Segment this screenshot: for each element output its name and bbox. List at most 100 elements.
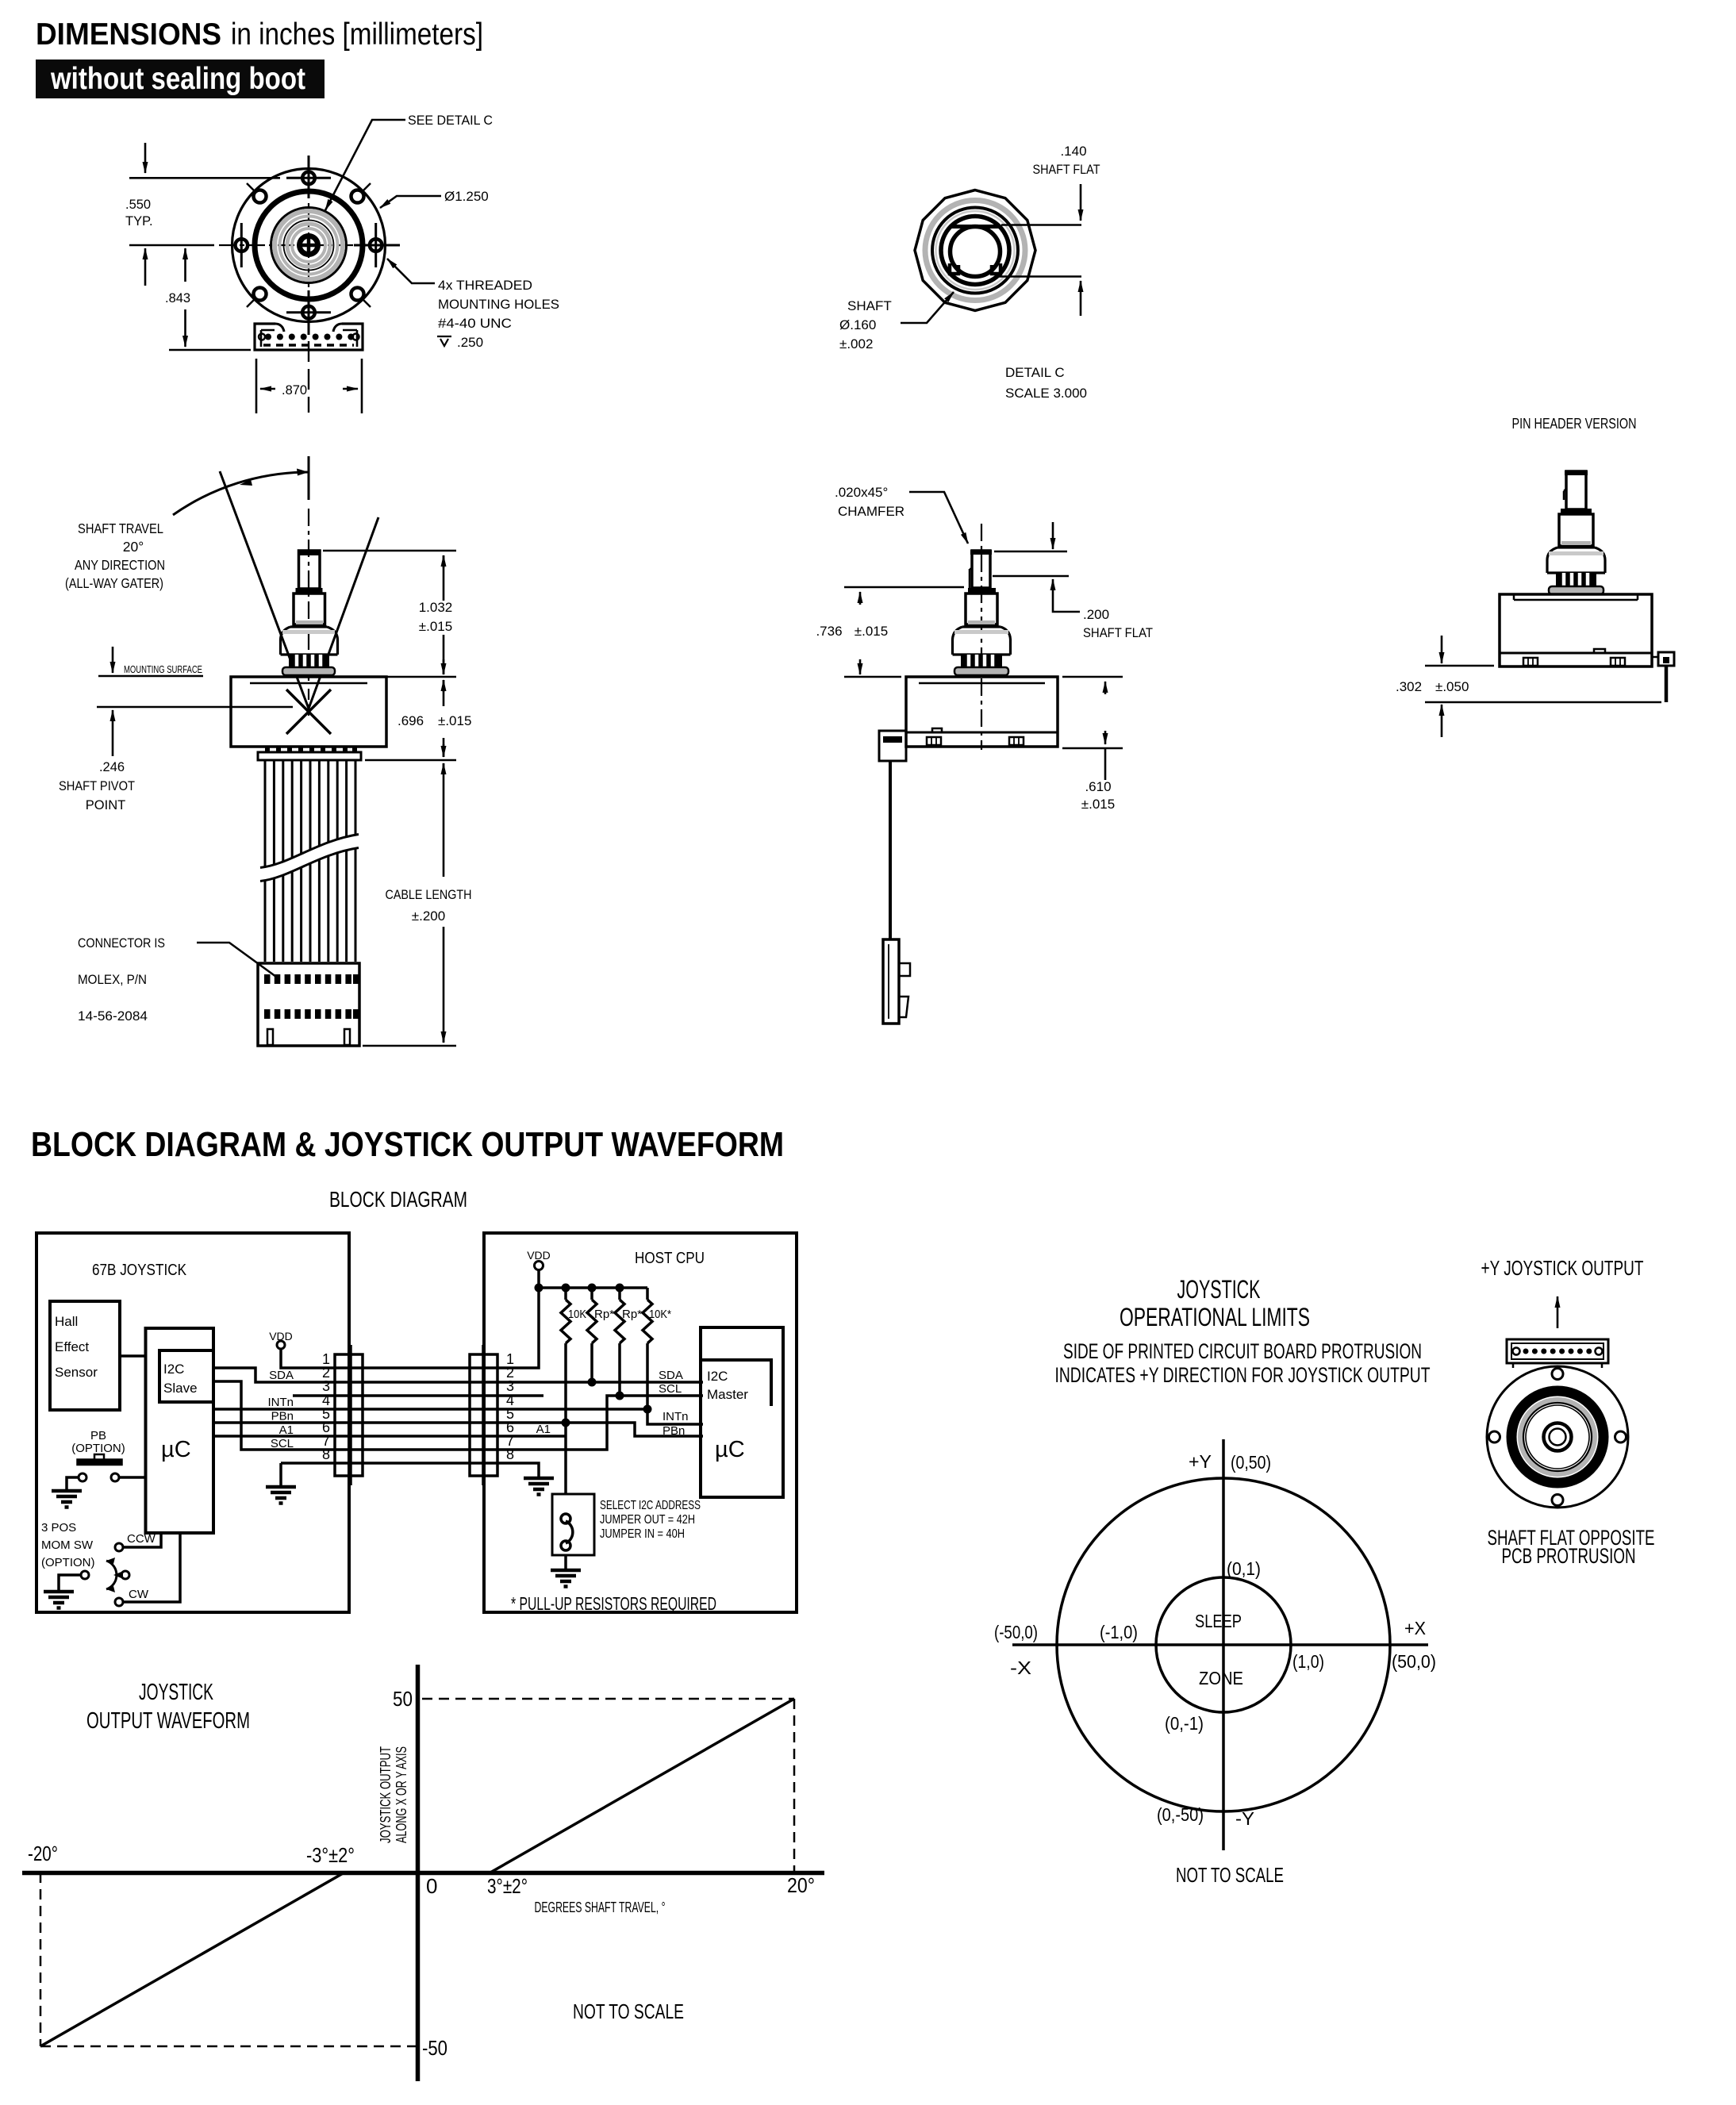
svg-text:.870: .870 [282,383,307,398]
svg-text:±.015: ±.015 [855,624,888,639]
svg-text:2: 2 [506,1365,514,1381]
svg-text:(-1,0): (-1,0) [1100,1622,1138,1642]
svg-text:67B JOYSTICK: 67B JOYSTICK [92,1262,187,1279]
svg-text:SHAFT FLAT OPPOSITE: SHAFT FLAT OPPOSITE [1488,1526,1655,1550]
svg-text:SHAFT FLAT: SHAFT FLAT [1033,162,1100,177]
svg-text:MOUNTING HOLES: MOUNTING HOLES [438,297,559,312]
svg-text:SCL: SCL [659,1382,682,1396]
svg-text:.302: .302 [1396,679,1422,694]
svg-text:VDD: VDD [527,1249,551,1262]
svg-text:(0,-50): (0,-50) [1157,1804,1204,1825]
svg-text:Slave: Slave [163,1381,198,1396]
svg-text:±.015: ±.015 [1081,797,1115,812]
svg-text:Ø.160: Ø.160 [839,317,876,332]
svg-text:50: 50 [393,1687,413,1711]
svg-text:ALONG X OR Y AXIS: ALONG X OR Y AXIS [394,1746,409,1843]
svg-text:(50,0): (50,0) [1392,1651,1436,1672]
svg-text:(-50,0): (-50,0) [994,1622,1038,1642]
svg-text:SELECT I2C ADDRESS: SELECT I2C ADDRESS [600,1499,701,1512]
svg-text:(1,0): (1,0) [1292,1651,1324,1672]
svg-text:SEE DETAIL C: SEE DETAIL C [408,113,493,128]
svg-text:SCL: SCL [271,1437,294,1450]
svg-text:0: 0 [426,1874,437,1898]
svg-text:5: 5 [322,1406,330,1422]
svg-text:INTn: INTn [267,1396,294,1409]
svg-text:SCALE 3.000: SCALE 3.000 [1005,386,1087,401]
svg-text:PCB PROTRUSION: PCB PROTRUSION [1502,1544,1636,1568]
svg-text:BLOCK DIAGRAM & JOYSTICK OUTPU: BLOCK DIAGRAM & JOYSTICK OUTPUT WAVEFORM [31,1125,784,1164]
svg-text:3: 3 [506,1378,514,1394]
svg-text:MOM SW: MOM SW [41,1538,94,1552]
svg-text:(ALL-WAY GATER): (ALL-WAY GATER) [65,575,163,591]
svg-text:±.015: ±.015 [438,713,471,728]
svg-text:.250: .250 [457,335,483,350]
svg-text:NOT TO SCALE: NOT TO SCALE [1176,1863,1284,1887]
svg-text:HOST CPU: HOST CPU [635,1250,705,1267]
svg-text:ZONE: ZONE [1199,1668,1243,1688]
svg-text:(0,50): (0,50) [1231,1452,1271,1473]
svg-text:DEGREES SHAFT TRAVEL, °: DEGREES SHAFT TRAVEL, ° [535,1899,666,1915]
svg-text:POINT: POINT [86,798,125,812]
svg-text:PB: PB [90,1429,106,1442]
svg-text:7: 7 [322,1433,330,1449]
svg-text:(0,-1): (0,-1) [1165,1713,1204,1734]
svg-text:PBn: PBn [271,1410,294,1423]
svg-text:.696: .696 [398,713,424,728]
svg-text:1: 1 [506,1351,514,1367]
svg-text:CONNECTOR IS: CONNECTOR IS [78,935,165,951]
svg-text:CCW: CCW [127,1532,156,1546]
svg-text:7: 7 [506,1433,514,1449]
svg-text:OPERATIONAL LIMITS: OPERATIONAL LIMITS [1120,1303,1310,1331]
svg-text:ANY DIRECTION: ANY DIRECTION [75,557,165,573]
svg-text:4x THREADED: 4x THREADED [438,278,532,293]
svg-text:Rp*: Rp* [594,1308,614,1321]
svg-text:8: 8 [506,1446,514,1462]
svg-text:-3°±2°: -3°±2° [306,1843,355,1867]
svg-text:(0,1): (0,1) [1227,1558,1261,1579]
svg-text:.550: .550 [125,198,151,212]
svg-text:I2C: I2C [707,1369,728,1384]
svg-text:-20°: -20° [28,1842,58,1865]
svg-text:A1: A1 [279,1423,294,1437]
svg-text:3°±2°: 3°±2° [487,1874,528,1898]
svg-text:INTn: INTn [663,1410,689,1423]
svg-text:JOYSTICK: JOYSTICK [139,1680,213,1705]
svg-text:MOLEX, P/N: MOLEX, P/N [78,972,147,987]
svg-text:SLEEP: SLEEP [1195,1611,1242,1631]
svg-text:CW: CW [129,1588,149,1601]
svg-text:.020x45°: .020x45° [835,485,888,500]
svg-text:CHAMFER: CHAMFER [838,504,904,519]
svg-text:(OPTION): (OPTION) [71,1442,125,1455]
svg-text:MOUNTING SURFACE: MOUNTING SURFACE [124,664,202,675]
svg-text:(OPTION): (OPTION) [41,1556,95,1569]
svg-text:BLOCK DIAGRAM: BLOCK DIAGRAM [329,1187,467,1212]
svg-text:µC: µC [715,1437,745,1462]
svg-text:SDA: SDA [659,1369,683,1382]
svg-text:SHAFT FLAT: SHAFT FLAT [1083,625,1153,640]
svg-text:INDICATES +Y DIRECTION FOR JOY: INDICATES +Y DIRECTION FOR JOYSTICK OUTP… [1055,1363,1431,1387]
svg-text:Master: Master [707,1387,748,1402]
svg-text:+Y: +Y [1189,1451,1212,1472]
svg-text:JOYSTICK: JOYSTICK [1177,1275,1261,1304]
svg-text:µC: µC [161,1437,191,1462]
svg-text:Rp*: Rp* [622,1308,642,1321]
svg-text:+Y JOYSTICK OUTPUT: +Y JOYSTICK OUTPUT [1481,1256,1644,1280]
svg-text:20°: 20° [787,1873,815,1897]
svg-text:Ø1.250: Ø1.250 [444,189,489,204]
svg-text:without sealing boot: without sealing boot [50,62,305,96]
svg-text:14-56-2084: 14-56-2084 [78,1008,148,1024]
svg-text:Hall: Hall [55,1314,78,1329]
svg-text:PBn: PBn [663,1424,685,1438]
svg-text:-X: -X [1010,1657,1031,1678]
svg-text:-Y: -Y [1235,1808,1254,1829]
svg-text:.246: .246 [99,760,125,774]
svg-text:2: 2 [322,1365,330,1381]
svg-text:4: 4 [322,1392,330,1408]
svg-text:+X: +X [1404,1618,1426,1638]
svg-text:JOYSTICK OUTPUT: JOYSTICK OUTPUT [378,1746,394,1843]
svg-text:.736: .736 [816,624,842,639]
svg-text:4: 4 [506,1392,514,1408]
svg-text:.843: .843 [165,291,190,305]
svg-text:.140: .140 [1060,144,1086,159]
svg-text:±.200: ±.200 [412,908,445,924]
